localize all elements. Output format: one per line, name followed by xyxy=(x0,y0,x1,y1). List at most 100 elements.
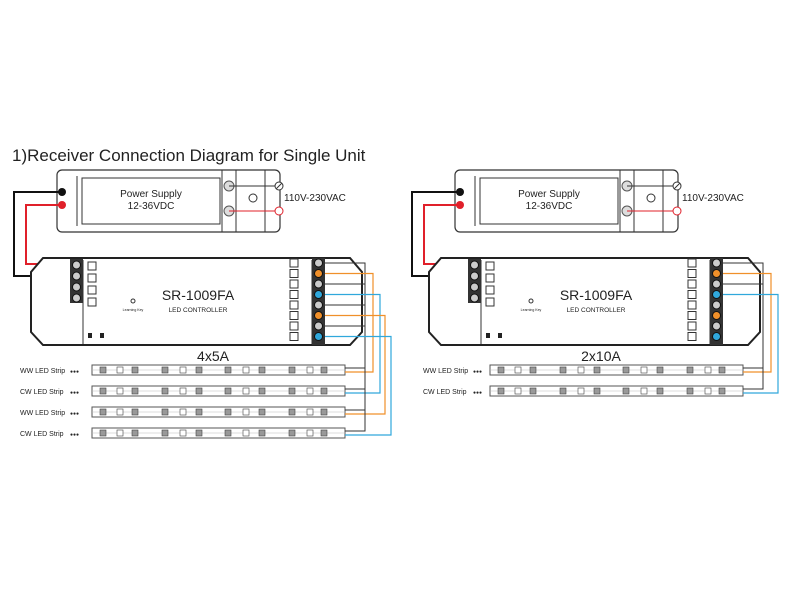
terminal-screw-icon xyxy=(314,300,323,310)
terminal-screw-icon xyxy=(470,282,479,292)
led-chip-icon xyxy=(320,366,328,374)
led-chip-icon xyxy=(593,366,601,374)
led-chip-icon xyxy=(224,387,232,395)
strip-label: CW LED Strip xyxy=(20,431,64,438)
led-chip-icon xyxy=(99,408,107,416)
led-controller: Learning Key SR-1009FA LED CONTROLLER xyxy=(30,257,363,346)
led-chip-icon xyxy=(288,387,296,395)
led-chip-icon xyxy=(514,387,522,395)
terminal-screw-icon xyxy=(470,293,479,303)
led-chip-icon xyxy=(195,387,203,395)
led-chip-icon xyxy=(529,387,537,395)
led-chip-icon xyxy=(242,366,250,374)
power-supply: Power Supply 12-36VDC xyxy=(454,169,679,233)
led-chip-icon xyxy=(116,408,124,416)
terminal-screw-icon xyxy=(712,269,721,278)
terminal-screw-icon xyxy=(712,311,721,320)
terminal-screw-icon xyxy=(712,321,721,331)
unit-2x10a: Power Supply 12-36VDC 110V-230VAC Learni… xyxy=(411,169,779,397)
led-chip-icon xyxy=(161,366,169,374)
led-controller: Learning Key SR-1009FA LED CONTROLLER xyxy=(428,257,761,346)
terminal-screw-icon xyxy=(314,290,323,299)
led-chip-icon xyxy=(161,408,169,416)
led-strip xyxy=(91,364,346,376)
strip-label: WW LED Strip xyxy=(20,410,65,417)
led-chip-icon xyxy=(320,429,328,437)
led-chip-icon xyxy=(242,429,250,437)
live-icon xyxy=(672,206,682,216)
led-chip-icon xyxy=(179,387,187,395)
strip-dots: ●●● xyxy=(70,411,79,417)
controller-subtitle: LED CONTROLLER xyxy=(567,307,626,314)
led-chip-icon xyxy=(258,429,266,437)
led-strip xyxy=(489,385,744,397)
led-chip-icon xyxy=(306,408,314,416)
controller-model: SR-1009FA xyxy=(560,287,633,303)
live-icon xyxy=(274,206,284,216)
terminal-screw-icon xyxy=(72,293,81,303)
led-chip-icon xyxy=(224,366,232,374)
ps-voltage: 12-36VDC xyxy=(128,201,175,212)
strip-dots: ●●● xyxy=(473,369,482,375)
led-chip-icon xyxy=(529,366,537,374)
led-chip-icon xyxy=(704,387,712,395)
led-chip-icon xyxy=(577,387,585,395)
led-chip-icon xyxy=(99,387,107,395)
led-chip-icon xyxy=(306,366,314,374)
channel-wire xyxy=(325,293,381,394)
led-chip-icon xyxy=(179,408,187,416)
ps-label: Power Supply xyxy=(120,189,182,200)
terminal-screw-icon xyxy=(314,311,323,320)
strip-label: WW LED Strip xyxy=(423,368,468,375)
led-chip-icon xyxy=(116,366,124,374)
controller-subtitle: LED CONTROLLER xyxy=(169,307,228,314)
terminal-screw-icon xyxy=(314,269,323,278)
led-strip xyxy=(91,427,346,439)
led-chip-icon xyxy=(686,366,694,374)
led-chip-icon xyxy=(131,408,139,416)
terminal-screw-icon xyxy=(712,290,721,299)
led-chip-icon xyxy=(161,429,169,437)
terminal-screw-icon xyxy=(314,258,323,268)
terminal-screw-icon xyxy=(470,260,479,270)
led-chip-icon xyxy=(656,366,664,374)
diagram-title: 1)Receiver Connection Diagram for Single… xyxy=(12,146,366,165)
ac-input-label: 110V-230VAC xyxy=(284,193,346,204)
strip-dots: ●●● xyxy=(70,390,79,396)
led-chip-icon xyxy=(656,387,664,395)
terminal-screw-icon xyxy=(314,279,323,289)
led-strip xyxy=(489,364,744,376)
strip-dots: ●●● xyxy=(473,390,482,396)
channel-wire xyxy=(723,272,772,373)
terminal-screw-icon xyxy=(314,332,323,341)
led-chip-icon xyxy=(161,387,169,395)
led-chip-icon xyxy=(320,387,328,395)
led-chip-icon xyxy=(195,366,203,374)
led-chip-icon xyxy=(718,366,726,374)
led-chip-icon xyxy=(320,408,328,416)
terminal-screw-icon xyxy=(72,271,81,281)
led-chip-icon xyxy=(242,387,250,395)
negative-wire xyxy=(723,283,764,390)
channel-wire xyxy=(325,335,392,436)
led-chip-icon xyxy=(195,429,203,437)
led-chip-icon xyxy=(288,366,296,374)
terminal-screw-icon xyxy=(470,271,479,281)
terminal-screw-icon xyxy=(314,321,323,331)
led-chip-icon xyxy=(131,366,139,374)
ps-voltage: 12-36VDC xyxy=(526,201,573,212)
led-chip-icon xyxy=(514,366,522,374)
ac-input-label: 110V-230VAC xyxy=(682,193,744,204)
negative-wire xyxy=(325,325,366,432)
led-chip-icon xyxy=(288,429,296,437)
strip-dots: ●●● xyxy=(70,369,79,375)
terminal-screw-icon xyxy=(712,332,721,341)
led-chip-icon xyxy=(258,366,266,374)
led-chip-icon xyxy=(718,387,726,395)
led-chip-icon xyxy=(622,387,630,395)
led-chip-icon xyxy=(640,366,648,374)
channel-wire xyxy=(325,272,374,373)
learning-key-label: Learning Key xyxy=(521,308,542,312)
led-chip-icon xyxy=(593,387,601,395)
led-chip-icon xyxy=(577,366,585,374)
